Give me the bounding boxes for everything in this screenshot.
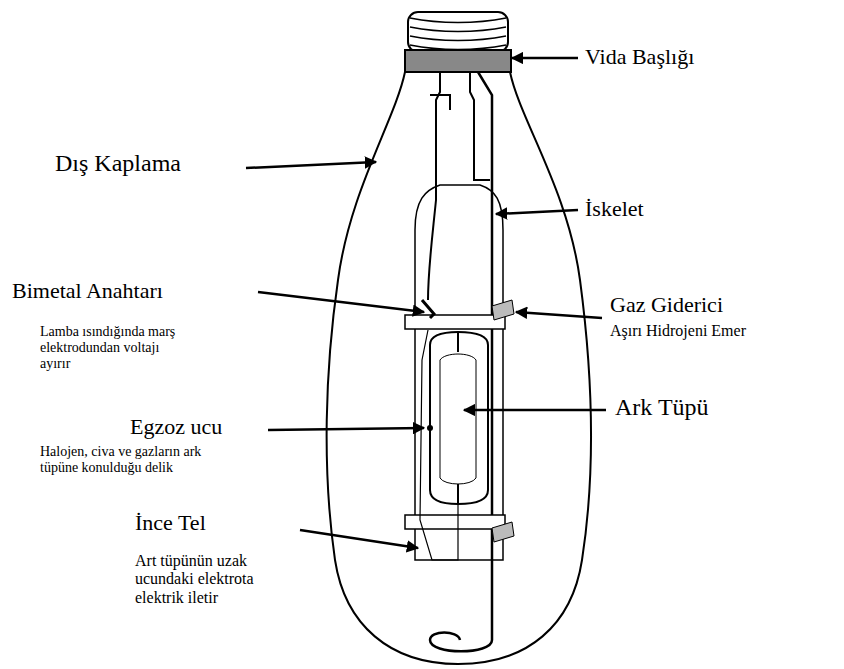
part-label: Egzoz ucu	[130, 414, 222, 439]
screw-thread	[410, 18, 506, 23]
part-label: İskelet	[585, 196, 644, 221]
arc-tube	[430, 332, 488, 504]
getter	[492, 522, 514, 542]
part-label: Gaz Giderici	[610, 292, 723, 317]
part-label: Vida Başlığı	[585, 44, 694, 69]
leader-arrows	[246, 58, 606, 548]
screw-thread	[410, 27, 506, 32]
part-label: Dış Kaplama	[55, 150, 181, 178]
screw-thread	[410, 45, 506, 50]
exhaust-tip	[427, 425, 433, 431]
frame-rod	[430, 72, 492, 651]
shroud	[415, 185, 503, 560]
getter	[492, 300, 514, 320]
note-text: Lamba ısındığında marş elektrodundan vol…	[40, 324, 190, 372]
electrode	[457, 332, 459, 352]
arc-tube-inner	[440, 354, 476, 484]
screw-base	[405, 12, 511, 72]
part-label: İnce Tel	[135, 510, 206, 535]
electrode	[457, 484, 459, 504]
bimetal-switch	[422, 300, 434, 318]
screw-thread	[410, 36, 506, 41]
upper-clamp	[405, 315, 505, 329]
note-text: Halojen, civa ve gazların ark tüpüne kon…	[40, 444, 225, 476]
part-label: Ark Tüpü	[615, 394, 709, 422]
note-text: Art tüpünün uzak ucundaki elektrota elek…	[135, 552, 295, 607]
thin-wire	[420, 330, 458, 560]
note-text: Aşırı Hidrojeni Emer	[610, 322, 746, 340]
part-label: Bimetal Anahtarı	[12, 278, 163, 303]
outer-bulb	[327, 72, 591, 664]
